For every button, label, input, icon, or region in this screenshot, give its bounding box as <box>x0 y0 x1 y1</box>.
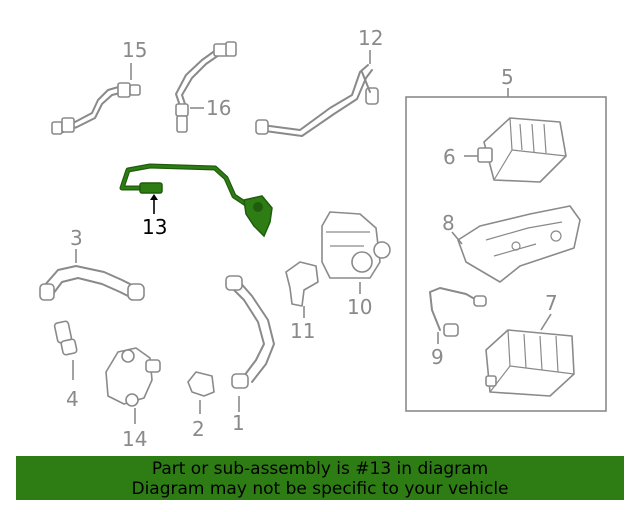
callout-5: 5 <box>501 65 514 89</box>
callout-9: 9 <box>431 345 444 369</box>
part-5-group-box <box>405 96 607 412</box>
part-3-hose[interactable] <box>39 249 145 301</box>
part-8-bracket[interactable] <box>451 205 581 283</box>
part-4-fitting[interactable] <box>53 320 78 380</box>
callout-14: 14 <box>122 427 147 451</box>
banner-line-1: Part or sub-assembly is #13 in diagram <box>151 459 489 479</box>
part-6-canister[interactable] <box>464 117 567 183</box>
callout-16: 16 <box>206 96 231 120</box>
highlight-banner: Part or sub-assembly is #13 in diagram D… <box>16 456 624 500</box>
callout-8: 8 <box>442 211 455 235</box>
part-11-bracket[interactable] <box>285 261 319 318</box>
part-12-vapor-tube[interactable] <box>255 50 379 137</box>
callout-3: 3 <box>70 226 83 250</box>
part-9-tube[interactable] <box>429 287 487 344</box>
part-7-canister[interactable] <box>485 313 575 397</box>
callout-15: 15 <box>122 38 147 62</box>
callout-2: 2 <box>192 417 205 441</box>
part-13-sensor-harness[interactable] <box>119 163 273 238</box>
callout-10: 10 <box>347 295 372 319</box>
callout-4: 4 <box>66 387 79 411</box>
part-16-oxygen-sensor[interactable] <box>175 41 237 133</box>
part-15-oxygen-sensor[interactable] <box>51 63 141 135</box>
part-10-vapor-module[interactable] <box>321 211 391 294</box>
part-14-purge-valve[interactable] <box>105 347 161 424</box>
parts-diagram: 15 16 12 13 3 <box>39 26 607 451</box>
callout-11: 11 <box>290 319 315 343</box>
banner-line-2: Diagram may not be specific to your vehi… <box>131 479 509 499</box>
callout-6: 6 <box>443 145 456 169</box>
callout-1: 1 <box>232 411 245 435</box>
part-2-elbow-fitting[interactable] <box>187 371 215 414</box>
part-1-hose[interactable] <box>225 275 275 412</box>
callout-7: 7 <box>545 291 558 315</box>
callout-12: 12 <box>358 26 383 50</box>
callout-13: 13 <box>142 215 167 239</box>
